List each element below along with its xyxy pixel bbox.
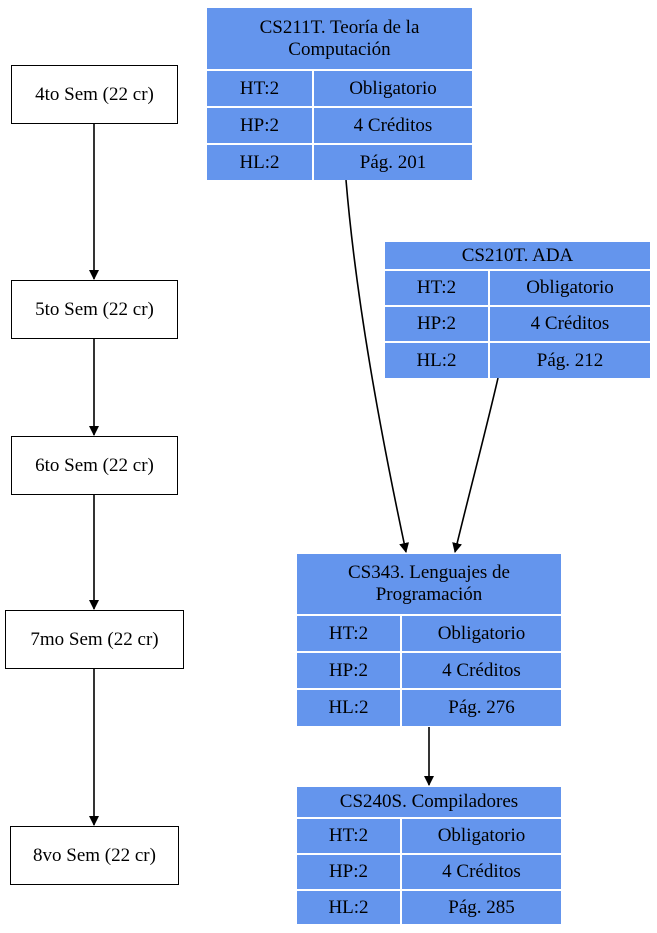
semester-label: 5to Sem (22 cr)	[35, 298, 154, 320]
course-cell-page: Pág. 276	[448, 697, 515, 718]
course-cell-type: Obligatorio	[349, 77, 437, 99]
course-node-cs210t: CS210T. ADA HT:2 Obligatorio HP:2 4 Créd…	[385, 242, 650, 378]
course-node-cs343: CS343. Lenguajes de Programación HT:2 Ob…	[297, 554, 561, 726]
course-cell-ht: HT:2	[297, 616, 402, 651]
course-node-cs211t: CS211T. Teoría de la Computación HT:2 Ob…	[207, 8, 472, 180]
course-cell-credits: 4 Créditos	[353, 114, 433, 136]
semester-node-7: 7mo Sem (22 cr)	[5, 610, 184, 669]
course-title: CS210T. ADA	[385, 242, 650, 269]
course-row-hp: HP:2 4 Créditos	[297, 651, 561, 688]
course-row-hl: HL:2 Pág. 276	[297, 688, 561, 726]
course-cell-ht: HT:2	[385, 271, 490, 305]
course-title-line: CS240S. Compiladores	[339, 791, 519, 812]
course-cell-type: Obligatorio	[526, 277, 614, 298]
course-title-line: CS343. Lenguajes de	[347, 562, 510, 583]
course-title-line: CS211T. Teoría de la	[259, 16, 420, 38]
course-cell-type: Obligatorio	[437, 825, 526, 846]
semester-label: 7mo Sem (22 cr)	[30, 628, 159, 650]
semester-label: 6to Sem (22 cr)	[35, 454, 154, 476]
course-title-line: Computación	[288, 38, 391, 60]
course-cell-hp: HP:2	[297, 855, 402, 889]
course-cell-hl: HL:2	[207, 145, 314, 180]
course-title-line: CS210T. ADA	[461, 244, 574, 266]
course-cell-hl: HL:2	[297, 891, 402, 924]
course-cell-credits: 4 Créditos	[442, 861, 521, 882]
course-row-ht: HT:2 Obligatorio	[297, 614, 561, 651]
course-cell-page: Pág. 212	[536, 349, 604, 371]
course-row-ht: HT:2 Obligatorio	[297, 817, 561, 853]
course-cell-credits: 4 Créditos	[530, 313, 610, 334]
course-row-hl: HL:2 Pág. 212	[385, 341, 650, 378]
semester-node-5: 5to Sem (22 cr)	[11, 280, 178, 339]
course-cell-type: Obligatorio	[437, 622, 526, 644]
course-row-hp: HP:2 4 Créditos	[297, 853, 561, 889]
course-row-hl: HL:2 Pág. 201	[207, 143, 472, 180]
edge-cs210t-cs343	[452, 377, 499, 553]
course-row-ht: HT:2 Obligatorio	[385, 269, 650, 305]
course-cell-hp: HP:2	[297, 653, 402, 688]
course-row-ht: HT:2 Obligatorio	[207, 69, 472, 106]
course-cell-page: Pág. 201	[359, 151, 427, 173]
course-row-hl: HL:2 Pág. 285	[297, 889, 561, 924]
course-row-hp: HP:2 4 Créditos	[207, 106, 472, 143]
semester-label: 8vo Sem (22 cr)	[33, 844, 156, 866]
course-title-line: Programación	[375, 584, 483, 605]
semester-node-8: 8vo Sem (22 cr)	[10, 826, 179, 885]
course-title: CS343. Lenguajes de Programación	[297, 554, 561, 614]
course-cell-hl: HL:2	[297, 690, 402, 726]
course-cell-hp: HP:2	[385, 307, 490, 341]
edge-cs211t-cs343	[345, 179, 410, 553]
course-cell-ht: HT:2	[207, 71, 314, 106]
course-row-hp: HP:2 4 Créditos	[385, 305, 650, 341]
course-cell-hl: HL:2	[385, 343, 490, 378]
course-cell-ht: HT:2	[297, 819, 402, 853]
semester-node-4: 4to Sem (22 cr)	[11, 65, 178, 124]
course-title: CS240S. Compiladores	[297, 787, 561, 817]
semester-node-6: 6to Sem (22 cr)	[11, 436, 178, 495]
course-cell-credits: 4 Créditos	[442, 659, 521, 681]
course-node-cs240s: CS240S. Compiladores HT:2 Obligatorio HP…	[297, 787, 561, 924]
course-title: CS211T. Teoría de la Computación	[207, 8, 472, 69]
semester-label: 4to Sem (22 cr)	[35, 83, 154, 105]
course-cell-page: Pág. 285	[448, 896, 515, 918]
course-cell-hp: HP:2	[207, 108, 314, 143]
